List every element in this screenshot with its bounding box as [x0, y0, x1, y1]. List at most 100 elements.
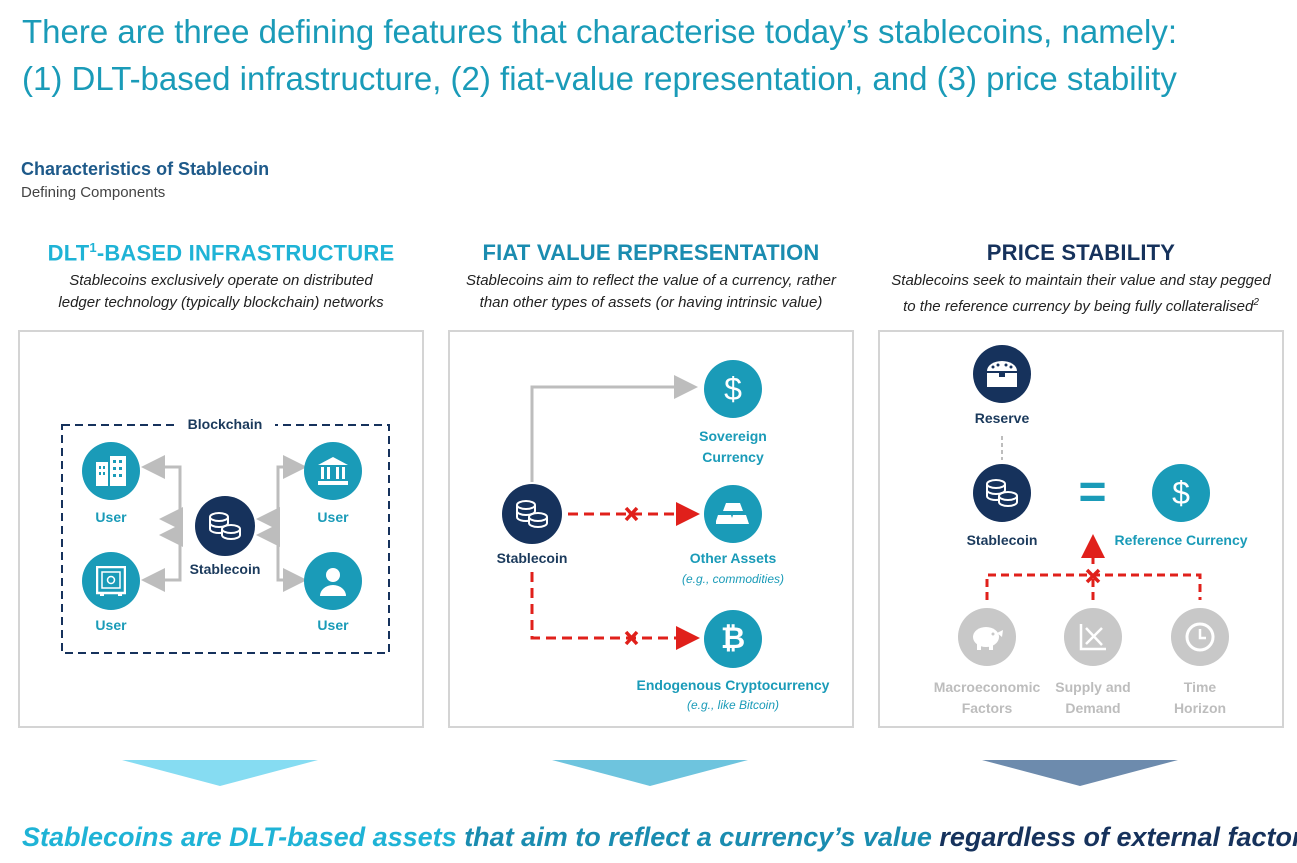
- person-icon: [320, 568, 346, 596]
- supply-demand-chart-icon: [1079, 624, 1106, 651]
- user-top-right-label: User: [317, 509, 349, 525]
- headline-line-1: There are three defining features that c…: [22, 13, 1178, 50]
- macroeconomic-line-1: Macroeconomic: [933, 679, 1041, 695]
- dlt-description: Stablecoins exclusively operate on distr…: [11, 270, 431, 314]
- headline-line-2: (1) DLT-based infrastructure, (2) fiat-v…: [22, 60, 1177, 97]
- time-horizon-line-1: Time: [1183, 679, 1217, 695]
- stablecoin-icon: [208, 512, 241, 540]
- time-horizon-line-2: Horizon: [1173, 700, 1227, 716]
- treasure-chest-icon: [987, 361, 1017, 387]
- gold-bars-icon: [716, 503, 749, 524]
- fiat-diagram-lines: [530, 375, 700, 650]
- fiat-stablecoin-label: Stablecoin: [496, 550, 568, 566]
- dlt-heading-pre: DLT: [47, 240, 90, 266]
- arrow-user-top-left: [141, 455, 183, 531]
- endogenous-crypto-example: (e.g., like Bitcoin): [686, 698, 780, 712]
- fiat-description: Stablecoins aim to reflect the value of …: [441, 270, 861, 314]
- bitcoin-glyph: ₿: [720, 622, 746, 655]
- conclusion-part-3: regardless of external factors: [939, 822, 1297, 852]
- dlt-heading: DLT1-BASED INFRASTRUCTURE: [11, 240, 431, 266]
- blocked-cross-other-assets: [624, 506, 639, 522]
- arrow-user-bottom-right: [256, 523, 307, 592]
- dlt-footnote-marker: 1: [89, 240, 97, 255]
- stablecoin-center-node: [195, 496, 255, 556]
- other-assets-node: [704, 485, 762, 543]
- dlt-panel: Blockchain User User Stablecoin User: [18, 330, 424, 728]
- section-caption: Defining Components: [21, 184, 166, 201]
- bank-icon: [318, 457, 348, 485]
- reference-dollar-glyph: $: [1172, 474, 1190, 511]
- stablecoin-icon: [515, 500, 548, 528]
- dollar-icon: $: [1152, 464, 1210, 522]
- user-bottom-right-label: User: [317, 617, 349, 633]
- price-down-chevron: [982, 760, 1178, 786]
- conclusion-part-2: that aim to reflect a currency’s value: [464, 822, 940, 852]
- conclusion-part-1: Stablecoins are DLT-based assets: [22, 822, 465, 852]
- dlt-desc-line-2: ledger technology (typically blockchain)…: [58, 294, 384, 311]
- page-headline: There are three defining features that c…: [22, 8, 1282, 102]
- fiat-down-chevron: [552, 760, 748, 786]
- price-description: Stablecoins seek to maintain their value…: [871, 270, 1291, 318]
- reserve-node: [973, 345, 1031, 403]
- price-footnote-marker: 2: [1253, 297, 1259, 308]
- price-desc-line-1: Stablecoins seek to maintain their value…: [891, 272, 1271, 289]
- user-bottom-left-avatar: [82, 552, 140, 610]
- price-diagram-lines: [985, 436, 1202, 600]
- sovereign-currency-line-2: Currency: [702, 449, 764, 465]
- stablecoin-center-label: Stablecoin: [189, 561, 261, 577]
- blocked-cross-endogenous-crypto: [624, 630, 639, 646]
- sovereign-currency-line-1: Sovereign: [699, 428, 767, 444]
- safe-icon: [96, 566, 126, 596]
- price-desc-line-2-text: to the reference currency by being fully…: [903, 298, 1254, 315]
- reference-currency-label: Reference Currency: [1114, 532, 1248, 548]
- dollar-icon: $: [704, 360, 762, 418]
- price-stablecoin-label: Stablecoin: [966, 532, 1038, 548]
- dlt-down-chevron: [122, 760, 318, 786]
- time-horizon-node: [1171, 608, 1229, 666]
- macroeconomic-line-2: Factors: [961, 700, 1013, 716]
- arrow-user-top-right: [256, 455, 307, 531]
- equals-sign: =: [1078, 466, 1107, 519]
- fiat-desc-line-1: Stablecoins aim to reflect the value of …: [466, 272, 836, 289]
- section-title: Characteristics of Stablecoin: [21, 159, 270, 179]
- piggy-bank-icon: [973, 627, 1003, 650]
- fiat-heading: FIAT VALUE REPRESENTATION: [482, 240, 820, 265]
- reserve-label: Reserve: [974, 410, 1030, 426]
- dlt-heading-post: -BASED INFRASTRUCTURE: [96, 240, 395, 266]
- macroeconomic-label: Macroeconomic Factors: [927, 677, 1047, 719]
- dollar-glyph: $: [724, 370, 742, 407]
- endogenous-crypto-label: Endogenous Cryptocurrency: [636, 677, 830, 693]
- other-assets-label: Other Assets: [689, 550, 777, 566]
- time-horizon-label: Time Horizon: [1140, 677, 1260, 719]
- user-top-right-avatar: [304, 442, 362, 500]
- user-bottom-right-avatar: [304, 552, 362, 610]
- price-heading: PRICE STABILITY: [986, 240, 1176, 265]
- arrow-to-sovereign-currency: [530, 375, 698, 482]
- fiat-panel: Stablecoin $ Sovereign Currency Other As…: [448, 330, 854, 728]
- other-assets-example: (e.g., commodities): [681, 572, 785, 586]
- supply-demand-line-1: Supply and: [1055, 679, 1131, 695]
- price-panel: Reserve Stablecoin = $ Reference Currenc…: [878, 330, 1284, 728]
- fiat-desc-line-2: than other types of assets (or having in…: [479, 294, 823, 311]
- arrow-to-endogenous-crypto: [530, 572, 700, 650]
- price-desc-line-2: to the reference currency by being fully…: [871, 292, 1291, 318]
- clock-icon: [1185, 622, 1215, 652]
- user-top-left-avatar: [82, 442, 140, 500]
- blocked-cross-factors: [1085, 568, 1101, 584]
- supply-demand-line-2: Demand: [1065, 700, 1121, 716]
- user-bottom-left-label: User: [95, 617, 127, 633]
- supply-demand-label: Supply and Demand: [1033, 677, 1153, 719]
- user-top-left-label: User: [95, 509, 127, 525]
- blockchain-label: Blockchain: [175, 416, 275, 432]
- sovereign-currency-label: Sovereign Currency: [673, 426, 793, 468]
- conclusion-statement: Stablecoins are DLT-based assets that ai…: [22, 822, 1297, 853]
- price-stablecoin-node: [973, 464, 1031, 522]
- fiat-stablecoin-node: [502, 484, 562, 544]
- stablecoin-icon: [985, 479, 1018, 507]
- arrow-user-bottom-left: [141, 523, 183, 592]
- supply-demand-node: [1064, 608, 1122, 666]
- macroeconomic-node: [958, 608, 1016, 666]
- dlt-desc-line-1: Stablecoins exclusively operate on distr…: [69, 272, 373, 289]
- bitcoin-icon: ₿: [704, 610, 762, 668]
- buildings-icon: [96, 456, 126, 486]
